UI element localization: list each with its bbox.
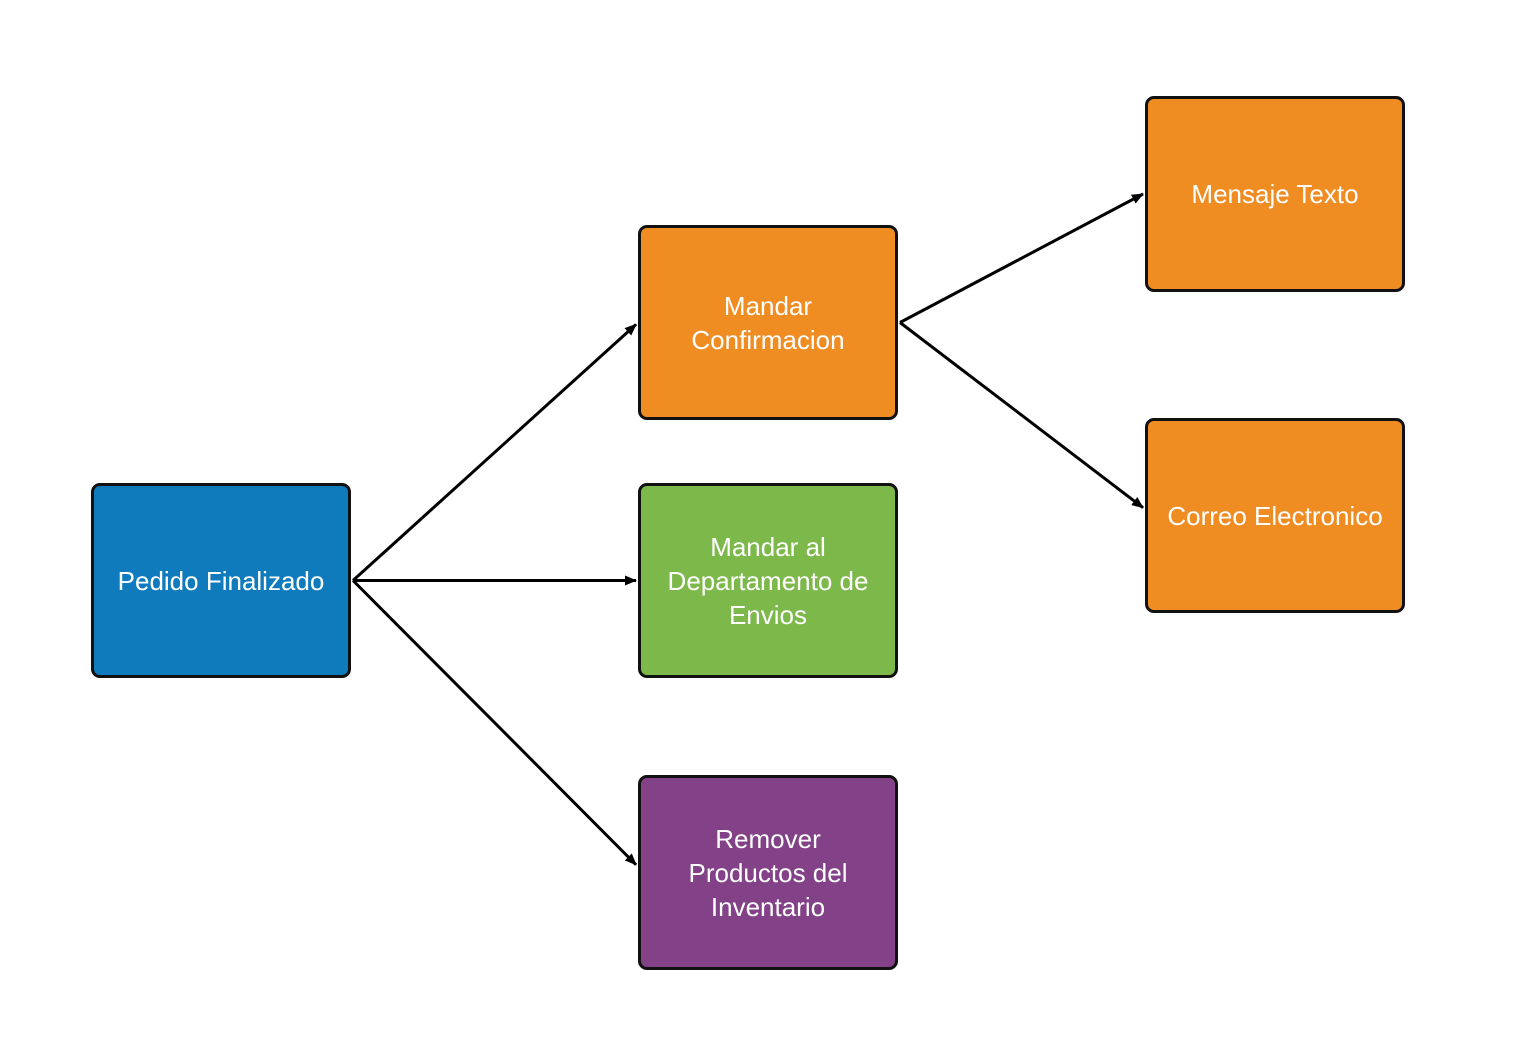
node-mandar-confirmacion[interactable]: Mandar Confirmacion	[638, 225, 898, 420]
node-mensaje-texto[interactable]: Mensaje Texto	[1145, 96, 1405, 292]
node-mandar-envios[interactable]: Mandar al Departamento de Envios	[638, 483, 898, 678]
arrow-pedido-to-remover	[351, 579, 638, 866]
arrow-confirm-to-mensaje	[899, 192, 1144, 324]
arrow-confirm-to-correo	[899, 321, 1144, 509]
arrow-pedido-to-confirm	[351, 323, 638, 582]
node-pedido-finalizado[interactable]: Pedido Finalizado	[91, 483, 351, 678]
node-correo-electronico[interactable]: Correo Electronico	[1145, 418, 1405, 613]
node-remover-productos[interactable]: Remover Productos del Inventario	[638, 775, 898, 970]
